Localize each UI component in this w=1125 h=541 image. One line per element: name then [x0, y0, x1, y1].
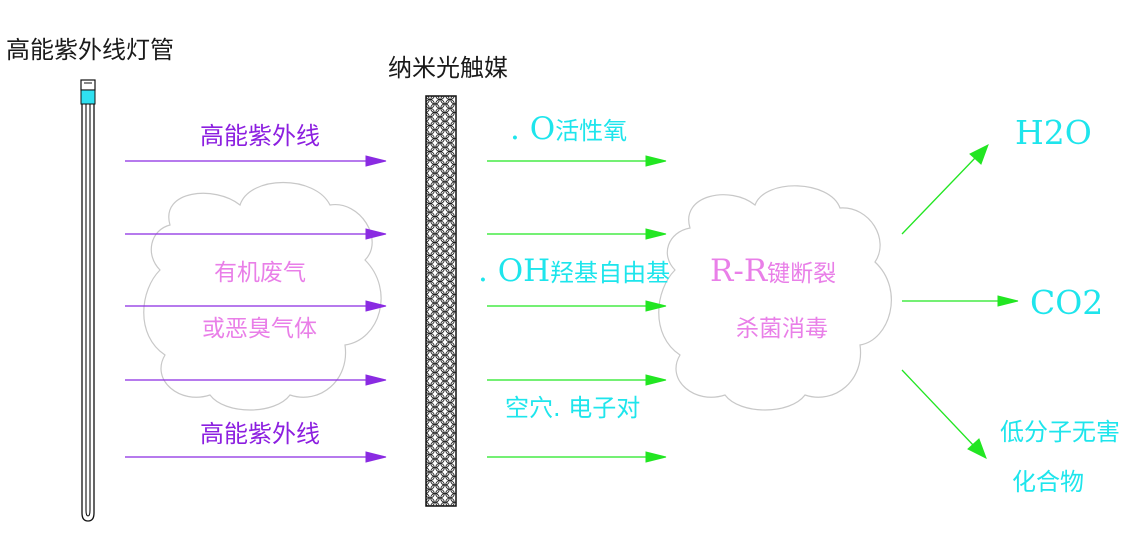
green-arrow [487, 155, 667, 167]
reaction-cloud [658, 185, 892, 411]
hydroxyl-radical-prefix: . OH [478, 253, 551, 289]
green-arrow [487, 374, 667, 386]
arrow-to-harmless [901, 369, 987, 460]
green-arrows [487, 143, 1019, 463]
uv-arrow [125, 155, 387, 167]
uv-label-bottom: 高能紫外线 [200, 420, 320, 448]
product-co2: CO2 [1030, 283, 1104, 322]
bond-break-prefix: R-R [710, 253, 768, 289]
uv-lamp-label: 高能紫外线灯管 [6, 36, 174, 64]
pollutant-cloud [143, 181, 382, 411]
product-h2o: H2O [1015, 113, 1092, 152]
product-harmless-line1: 低分子无害 [1000, 418, 1120, 446]
green-arrow [487, 451, 667, 463]
bond-break-text: 键断裂 [767, 261, 837, 287]
green-arrow [487, 228, 667, 240]
uv-label-top: 高能紫外线 [200, 122, 320, 150]
hole-electron-pair-label: 空穴. 电子对 [505, 394, 641, 422]
uv-arrow [125, 228, 387, 240]
uv-arrows [125, 155, 387, 463]
pollutant-label-line1: 有机废气 [214, 260, 306, 286]
product-harmless-line2: 化合物 [1012, 468, 1084, 496]
hydroxyl-radical-label: . OH羟基自由基 [478, 256, 670, 287]
bond-break-label: R-R键断裂 [710, 256, 836, 287]
uv-lamp-tube [80, 79, 96, 522]
sterilization-label: 杀菌消毒 [736, 316, 828, 342]
active-oxygen-prefix: . O [510, 111, 556, 147]
pollutant-label-line2: 或恶臭气体 [202, 316, 317, 342]
hydroxyl-radical-text: 羟基自由基 [550, 259, 671, 287]
active-oxygen-label: . O活性氧 [510, 114, 627, 145]
uv-arrow [125, 451, 387, 463]
green-arrow [487, 300, 667, 312]
active-oxygen-text: 活性氧 [555, 117, 628, 145]
arrow-to-co2 [902, 295, 1019, 307]
arrow-to-h2o [901, 143, 989, 235]
uv-arrow [125, 300, 387, 312]
nano-photocatalyst-panel [425, 95, 457, 507]
uv-arrow [125, 374, 387, 386]
catalyst-label: 纳米光触媒 [388, 54, 508, 82]
